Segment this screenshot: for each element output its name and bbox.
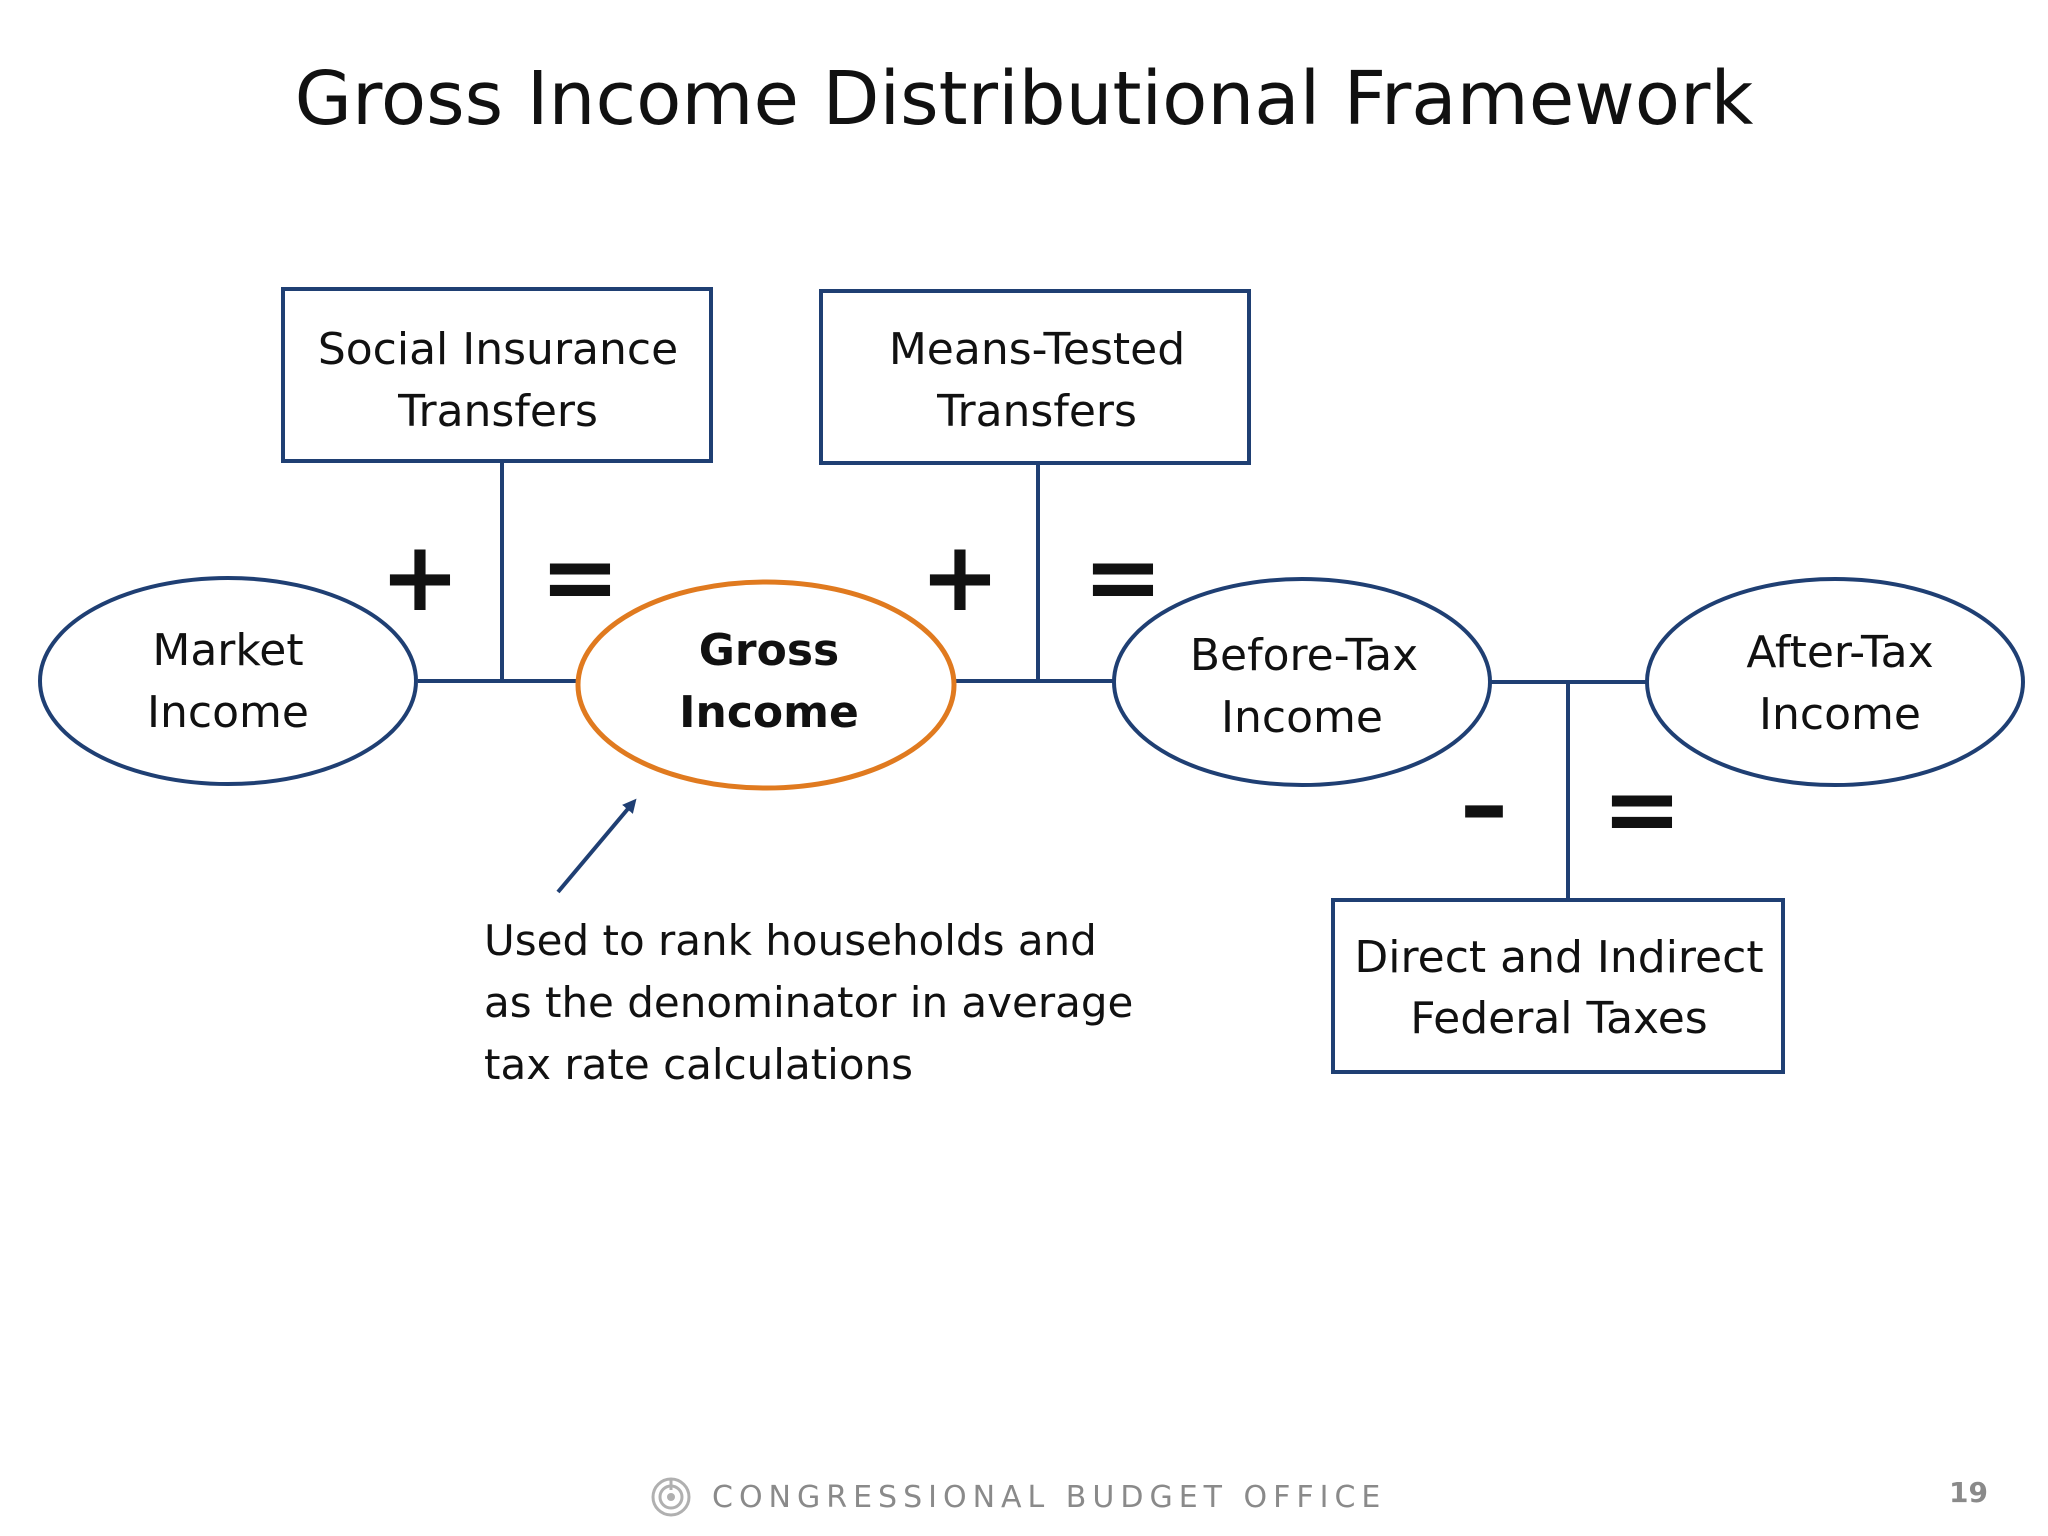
box-federal-taxes-line2: Federal Taxes [1410,993,1707,1044]
box-means-tested-line1: Means-Tested [889,324,1185,375]
annotation-arrow-icon [556,798,637,894]
connectors [418,461,1647,900]
node-before-tax-income-line2: Income [1221,692,1383,743]
box-social-insurance: Social Insurance Transfers [281,287,713,463]
slide-title: Gross Income Distributional Framework [294,56,1754,142]
node-before-tax-income-line1: Before-Tax [1190,630,1418,681]
node-after-tax-income: After-Tax Income [1645,577,2025,787]
node-after-tax-income-line2: Income [1759,689,1921,740]
node-after-tax-income-line1: After-Tax [1746,627,1933,678]
box-federal-taxes: Direct and Indirect Federal Taxes [1331,898,1785,1074]
node-gross-income: Gross Income [575,579,957,791]
annotation-note: Used to rank households and as the denom… [484,910,1184,1096]
footer-organization: CONGRESSIONAL BUDGET OFFICE [712,1479,1387,1515]
annotation-note-line2: as the denominator in average [484,978,1134,1027]
node-market-income-line2: Income [147,687,309,738]
node-market-income: Market Income [38,576,418,786]
page-number: 19 [1949,1476,1988,1509]
box-federal-taxes-line1: Direct and Indirect [1354,932,1763,983]
node-gross-income-line1: Gross [699,625,839,676]
node-market-income-line1: Market [152,625,303,676]
operator-equals-2: = [1083,521,1163,633]
box-social-insurance-line1: Social Insurance [318,324,678,375]
box-social-insurance-line2: Transfers [397,386,598,437]
box-means-tested: Means-Tested Transfers [819,289,1251,465]
annotation-note-line1: Used to rank households and [484,916,1097,965]
annotation-note-line3: tax rate calculations [484,1040,914,1089]
box-means-tested-line2: Transfers [936,386,1137,437]
operator-plus-2: + [920,521,1000,633]
operator-equals-3: = [1602,753,1682,865]
node-gross-income-line2: Income [679,687,859,738]
node-before-tax-income: Before-Tax Income [1112,577,1492,787]
footer: CONGRESSIONAL BUDGET OFFICE [650,1472,1386,1522]
cbo-logo-icon [651,1477,691,1517]
operator-plus-1: + [380,521,460,633]
operator-minus: – [1460,749,1508,861]
operator-equals-1: = [540,521,620,633]
